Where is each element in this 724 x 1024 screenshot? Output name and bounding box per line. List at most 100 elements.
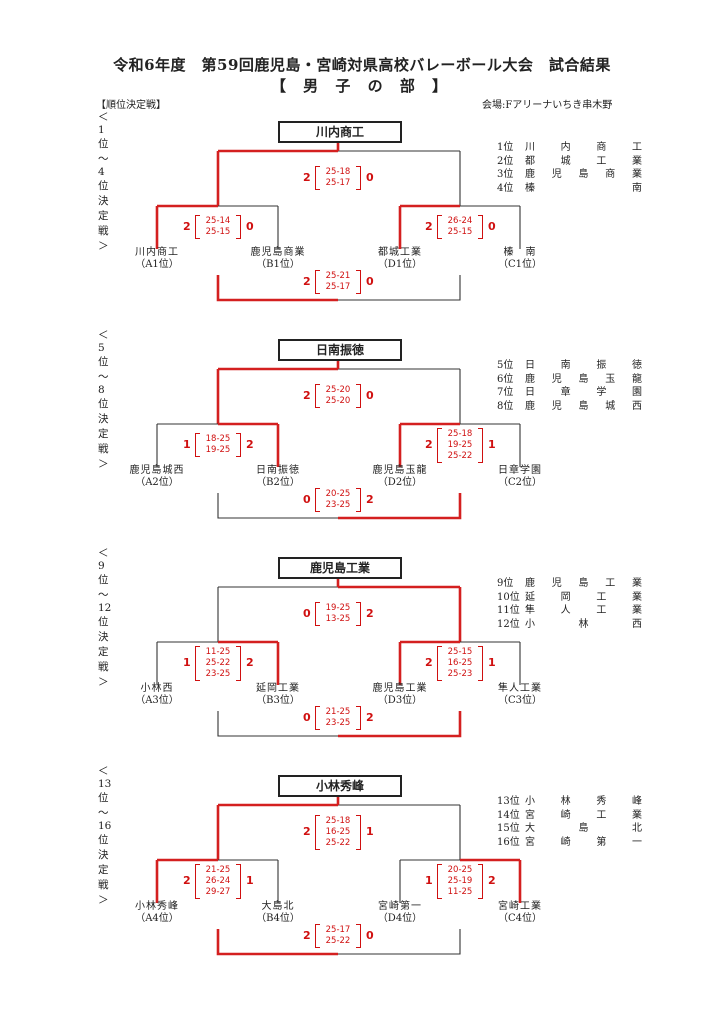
left-sets-won: 1: [425, 874, 433, 887]
bracket-right-icon: [236, 215, 241, 239]
rank-position: 9位: [497, 578, 514, 589]
rank-position: 3位: [497, 169, 514, 180]
left-sets-won: 1: [183, 438, 191, 451]
set-score: 23-25: [205, 668, 231, 679]
team-name: 鹿児島商業: [250, 247, 306, 258]
rank-position: 15位: [497, 823, 520, 834]
right-sets-won: 0: [366, 929, 374, 942]
champion-box: 川内商工: [278, 121, 402, 143]
set-score: 25-22: [325, 936, 351, 946]
rank-row: 4位榛南: [497, 182, 642, 196]
rank-team-name: 大島北: [525, 823, 642, 834]
team-name: 鹿児島工業: [372, 683, 428, 694]
rank-team-name: 榛南: [525, 182, 642, 194]
rank-row: 12位小林西: [497, 618, 642, 632]
set-score: 21-25: [205, 864, 231, 875]
team-seed: （C4位）: [497, 913, 542, 924]
bracket-left-icon: [195, 645, 200, 681]
set-score: 19-25: [205, 445, 231, 455]
team-1: 日南振徳（B2位）: [223, 465, 333, 489]
team-1: 鹿児島商業（B1位）: [223, 247, 333, 271]
bracket-right-icon: [356, 924, 361, 948]
set-score: 16-25: [447, 657, 473, 668]
right-sets-won: 2: [246, 656, 254, 669]
team-seed: （D3位）: [377, 695, 423, 706]
bracket-right-icon: [356, 384, 361, 408]
right-sets-won: 2: [366, 493, 374, 506]
rank-row: 11位隼人工業: [497, 604, 642, 618]
team-2: 鹿児島玉龍（D2位）: [345, 465, 455, 489]
left-sets-won: 2: [303, 171, 311, 184]
set-score: 16-25: [325, 826, 351, 837]
set-score: 25-15: [447, 227, 473, 237]
team-3: 宮崎工業（C4位）: [465, 901, 575, 925]
rank-position: 16位: [497, 836, 520, 848]
rank-team-name: 鹿児島商業: [525, 169, 642, 180]
left-sets-won: 2: [183, 874, 191, 887]
team-seed: （B1位）: [256, 259, 300, 270]
rank-position: 10位: [497, 591, 520, 603]
left-sets-won: 0: [303, 493, 311, 506]
set-score: 13-25: [325, 614, 351, 624]
third-line-right: [338, 711, 462, 738]
rank-team-name: 鹿児島玉龍: [525, 373, 642, 385]
set-score: 25-20: [325, 396, 351, 406]
team-0: 小林秀峰（A4位）: [102, 901, 212, 925]
team-name: 小林秀峰: [135, 901, 179, 912]
rank-position: 1位: [497, 142, 514, 153]
bracket-left-icon: [315, 270, 320, 294]
division-subtitle: 【 男 子 の 部 】: [270, 77, 454, 95]
bracket-left-icon: [315, 814, 320, 850]
rank-team-name: 小林秀峰: [525, 796, 642, 807]
right-sets-won: 1: [488, 656, 496, 669]
set-score: 25-23: [447, 668, 473, 679]
team-name: 都城工業: [378, 247, 422, 258]
bracket-right-icon: [356, 814, 361, 850]
set-score: 26-24: [447, 216, 473, 226]
right-sets-won: 2: [246, 438, 254, 451]
team-seed: （C1位）: [497, 259, 542, 270]
team-name: 日南振徳: [256, 465, 300, 476]
rank-position: 13位: [497, 796, 520, 807]
venue-label: 会場:Fアリーナいちき串木野: [482, 100, 613, 111]
team-seed: （B3位）: [256, 695, 300, 706]
team-seed: （C3位）: [497, 695, 542, 706]
set-score: 25-22: [205, 657, 231, 668]
set-score: 25-20: [325, 385, 351, 395]
right-sets-won: 0: [366, 171, 374, 184]
team-name: 小林西: [140, 683, 174, 694]
set-score: 25-18: [325, 815, 351, 826]
team-seed: （A3位）: [135, 695, 179, 706]
team-seed: （B2位）: [256, 477, 300, 488]
rank-position: 14位: [497, 809, 520, 821]
team-seed: （A1位）: [135, 259, 179, 270]
team-seed: （D1位）: [377, 259, 423, 270]
set-score: 25-19: [447, 875, 473, 886]
set-score: 25-14: [205, 216, 231, 226]
rank-row: 15位大島北: [497, 822, 642, 836]
left-sets-won: 2: [425, 220, 433, 233]
rank-row: 13位小林秀峰: [497, 795, 642, 809]
right-sets-won: 0: [246, 220, 254, 233]
team-3: 隼人工業（C3位）: [465, 683, 575, 707]
rank-team-name: 都城工業: [525, 155, 642, 167]
